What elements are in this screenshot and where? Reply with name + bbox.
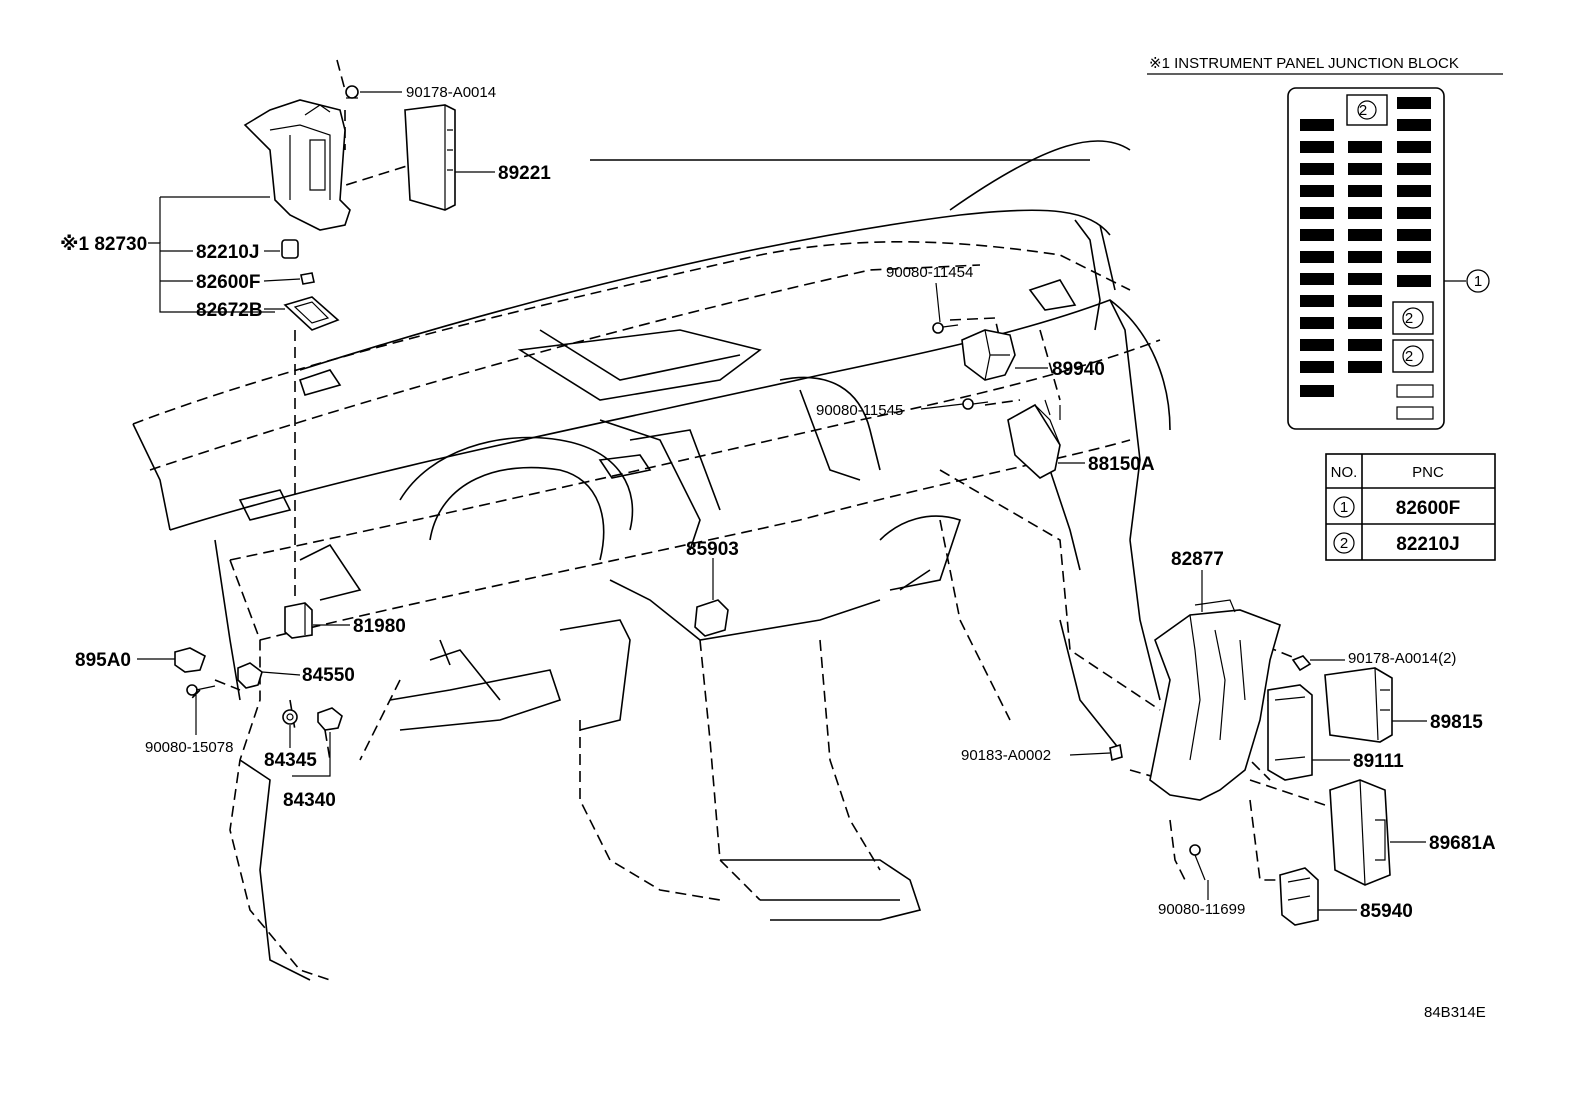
part-89681A	[1329, 779, 1391, 886]
relay-box-mid1	[1392, 301, 1434, 335]
legend-table	[1325, 453, 1496, 561]
part-88150A	[1007, 399, 1061, 479]
part-895A0	[174, 647, 206, 673]
marker-mid2-number: 2	[1405, 348, 1413, 365]
label-84340: 84340	[283, 790, 336, 811]
part-bolt-11699	[1189, 844, 1206, 881]
table-row1-pnc: 82600F	[1396, 498, 1460, 519]
note-title: ※1 INSTRUMENT PANEL JUNCTION BLOCK	[1149, 55, 1459, 72]
label-90080-11454: 90080-11454	[886, 264, 973, 281]
marker-mid1-number: 2	[1405, 310, 1413, 327]
part-84340	[317, 707, 343, 731]
label-89815: 89815	[1430, 712, 1483, 733]
marker-circle-side	[1466, 269, 1490, 293]
part-labels: ※1 INSTRUMENT PANEL JUNCTION BLOCK 2 2 2…	[60, 55, 1496, 1021]
label-81980: 81980	[353, 616, 406, 637]
part-clip-2	[1291, 655, 1312, 672]
label-89111: 89111	[1353, 751, 1404, 772]
table-header-no: NO.	[1331, 464, 1358, 481]
label-89221: 89221	[498, 163, 551, 184]
label-90183-A0002: 90183-A0002	[961, 747, 1051, 764]
part-85903	[694, 599, 729, 637]
label-82600F: 82600F	[196, 272, 260, 293]
part-junction-bracket	[243, 99, 351, 231]
part-bolt-90183	[1109, 743, 1123, 762]
junction-block-inset	[1147, 73, 1503, 430]
label-90080-11545: 90080-11545	[816, 402, 903, 419]
label-84345: 84345	[264, 750, 317, 771]
fuse-column-3	[1396, 97, 1434, 420]
part-module-89221	[404, 104, 456, 211]
marker-side-number: 1	[1474, 273, 1482, 290]
part-82600F	[300, 272, 315, 285]
callout-lines	[137, 91, 1466, 911]
part-84550	[237, 662, 263, 689]
part-82877-bracket	[1149, 599, 1281, 801]
part-89940	[961, 329, 1016, 381]
part-82672B	[283, 296, 340, 331]
table-row1-no: 1	[1340, 499, 1348, 516]
table-row2-pnc: 82210J	[1396, 534, 1459, 555]
part-82210J	[281, 239, 299, 259]
diagram-code: 84B314E	[1424, 1004, 1486, 1021]
part-bolt-11454	[932, 322, 959, 334]
part-85940	[1279, 867, 1319, 926]
part-84345	[282, 709, 298, 725]
fuse-column-1	[1300, 119, 1334, 397]
label-82730: ※1 82730	[60, 234, 147, 255]
label-89940: 89940	[1052, 359, 1105, 380]
relay-box-mid2	[1392, 339, 1434, 373]
fuse-column-2	[1348, 141, 1382, 373]
label-82877: 82877	[1171, 549, 1224, 570]
label-89681A: 89681A	[1429, 833, 1496, 854]
part-89815	[1324, 667, 1393, 743]
label-84550: 84550	[302, 665, 355, 686]
label-82210J: 82210J	[196, 242, 259, 263]
label-90178-A0014: 90178-A0014	[406, 84, 496, 101]
relay-box-top	[1346, 94, 1388, 126]
label-88150A: 88150A	[1088, 454, 1155, 475]
leader-dashes	[189, 59, 1341, 881]
marker-top-number: 2	[1359, 102, 1367, 119]
part-bolt-11545	[962, 398, 989, 410]
part-clip-top	[345, 85, 359, 99]
table-header-pnc: PNC	[1412, 464, 1444, 481]
label-82672B: 82672B	[196, 300, 263, 321]
part-89111	[1267, 684, 1313, 781]
part-bolt-15078	[186, 684, 216, 696]
label-90080-15078: 90080-15078	[145, 739, 233, 756]
part-81980	[284, 602, 313, 639]
label-85940: 85940	[1360, 901, 1413, 922]
label-895A0: 895A0	[75, 650, 131, 671]
label-90080-11699: 90080-11699	[1158, 901, 1245, 918]
label-85903: 85903	[686, 539, 739, 560]
dashboard-outline	[132, 140, 1171, 981]
label-90178-A0014-2: 90178-A0014(2)	[1348, 650, 1456, 667]
table-row2-no: 2	[1340, 535, 1348, 552]
